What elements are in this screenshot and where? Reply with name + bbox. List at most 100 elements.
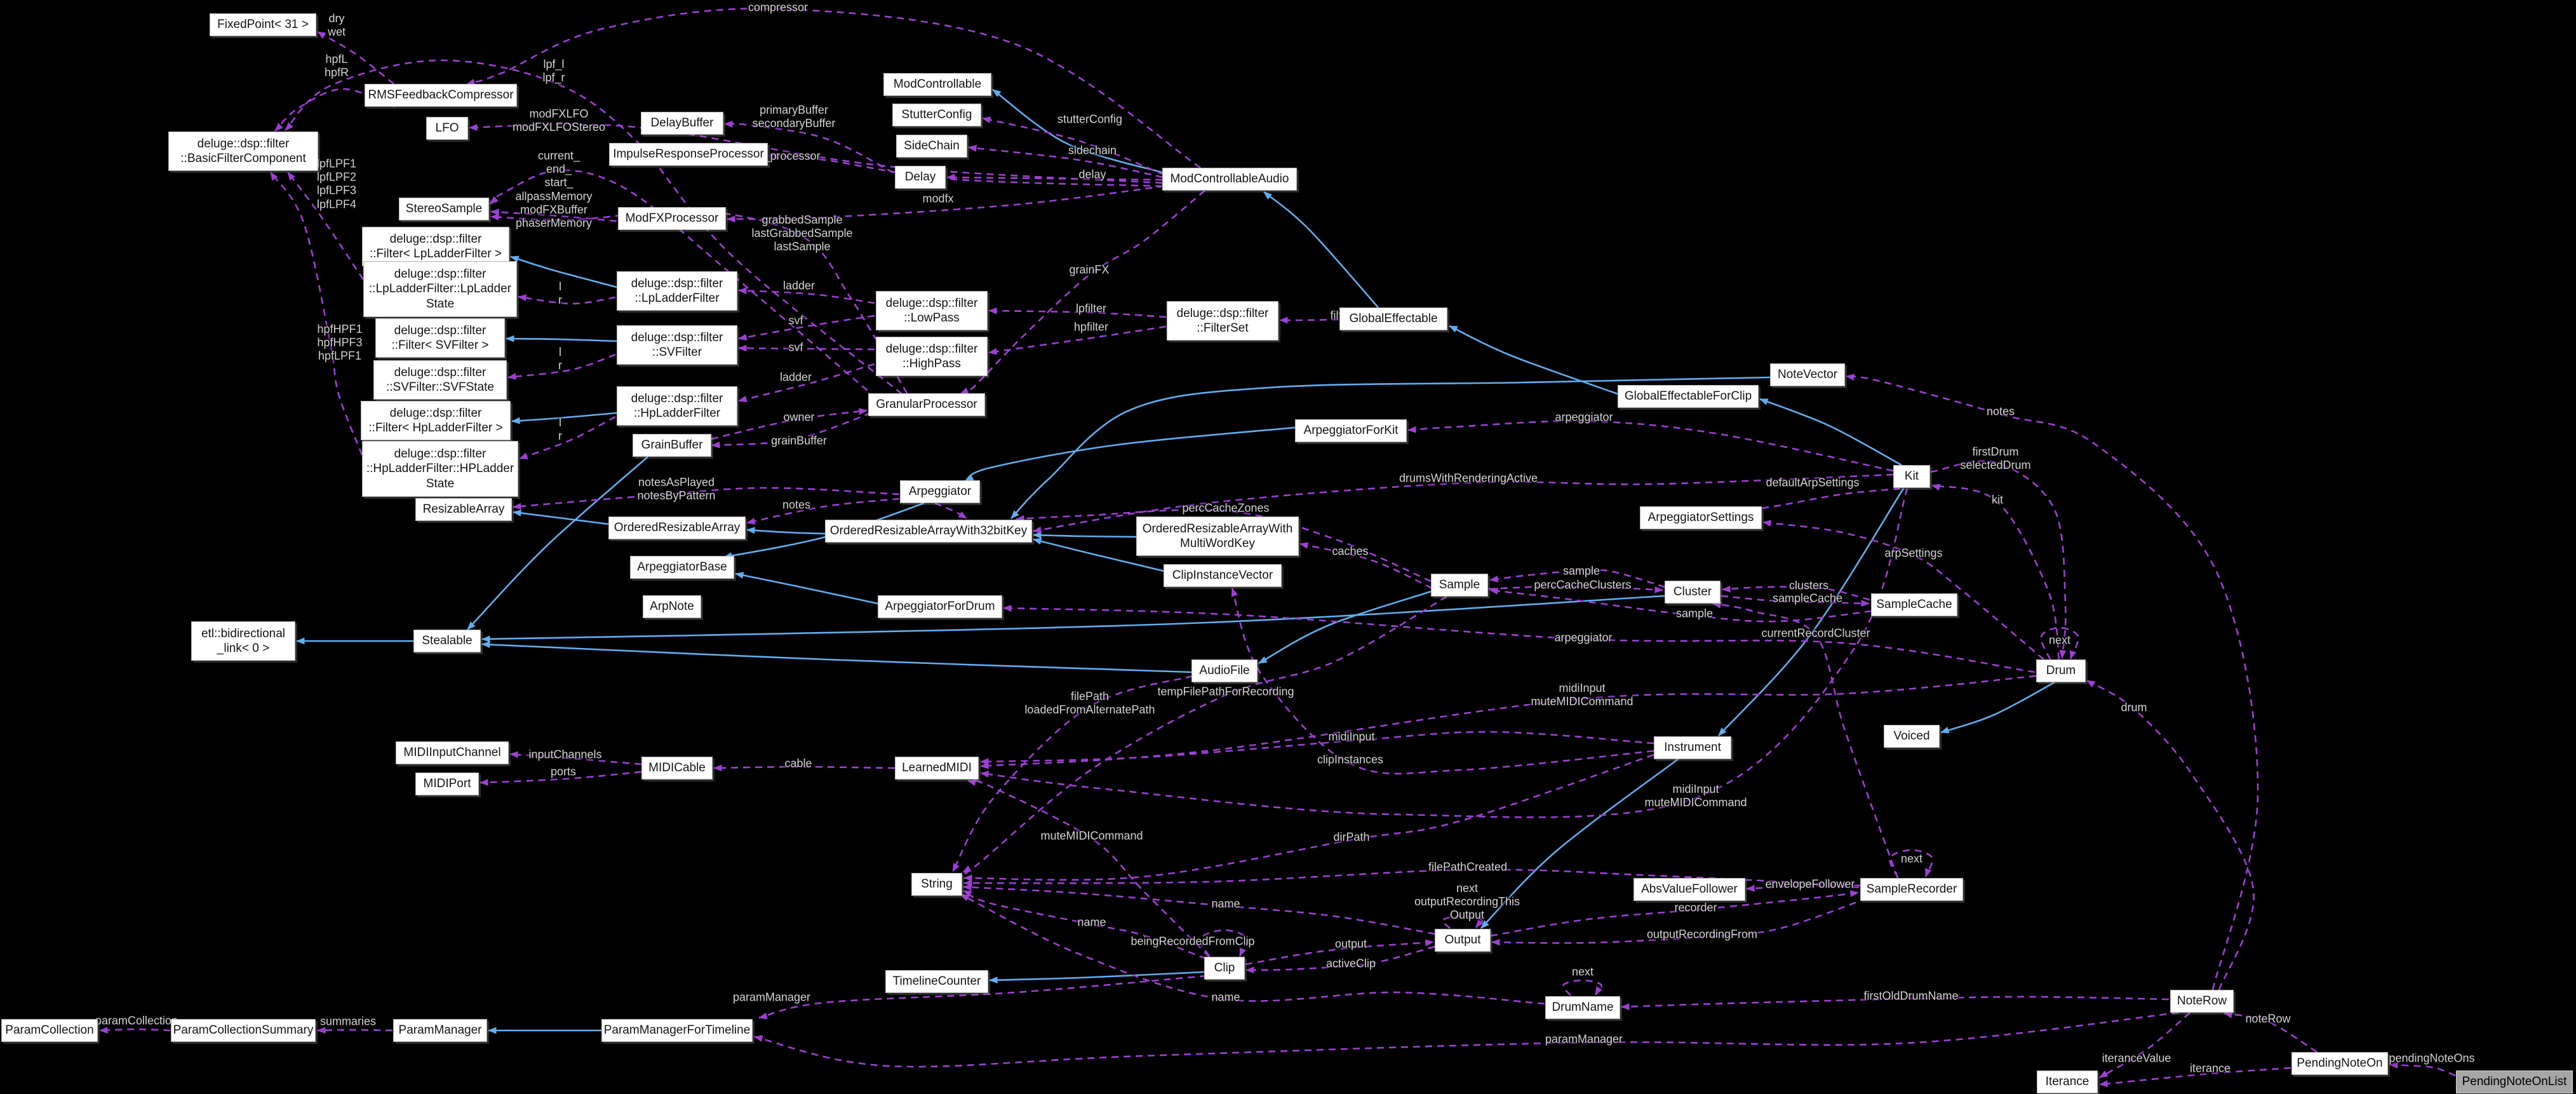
node-instrument[interactable]: Instrument xyxy=(1654,736,1731,759)
node-midiport[interactable]: MIDIPort xyxy=(415,773,479,795)
node-etllink[interactable]: etl::bidirectional _link< 0 > xyxy=(191,621,295,661)
node-arpnote[interactable]: ArpNote xyxy=(643,595,701,618)
node-samplerecorder[interactable]: SampleRecorder xyxy=(1860,878,1963,901)
node-irproc[interactable]: ImpulseResponseProcessor xyxy=(609,143,768,166)
node-parammanager[interactable]: ParamManager xyxy=(393,1019,487,1042)
node-resizable[interactable]: ResizableArray xyxy=(415,498,512,521)
node-sidechain[interactable]: SideChain xyxy=(896,135,967,158)
node-paramcollection[interactable]: ParamCollection xyxy=(1,1019,98,1042)
node-orderedresizable[interactable]: OrderedResizableArray xyxy=(608,517,746,539)
node-lfo[interactable]: LFO xyxy=(426,117,468,140)
node-svfilter[interactable]: deluge::dsp::filter ::SVFilter xyxy=(617,325,737,365)
edge-arpfordrum-arpbase xyxy=(735,572,878,605)
node-arpsettings[interactable]: ArpeggiatorSettings xyxy=(1640,506,1762,529)
edge-instrument-learnedmidi xyxy=(980,731,1654,766)
node-mca[interactable]: ModControllableAudio xyxy=(1162,168,1297,191)
node-grainbuffer[interactable]: GrainBuffer xyxy=(633,434,711,457)
node-drum[interactable]: Drum xyxy=(2036,659,2086,682)
node-stealable[interactable]: Stealable xyxy=(413,630,481,652)
node-filter_lp[interactable]: deluge::dsp::filter ::Filter< LpLadderFi… xyxy=(362,227,509,266)
node-pmft[interactable]: ParamManagerForTimeline xyxy=(601,1019,753,1042)
node-pendingnoteon[interactable]: PendingNoteOn xyxy=(2291,1052,2388,1075)
node-filter_hp[interactable]: deluge::dsp::filter ::Filter< HpLadderFi… xyxy=(361,401,511,440)
node-arpfordrum[interactable]: ArpeggiatorForDrum xyxy=(878,595,1002,618)
node-samplecache[interactable]: SampleCache xyxy=(1871,593,1957,616)
edge-drum-kit xyxy=(1931,483,2060,660)
edge-sample-orw32 xyxy=(1016,509,1432,583)
node-delay[interactable]: Delay xyxy=(895,166,946,189)
node-granular[interactable]: GranularProcessor xyxy=(868,393,985,416)
node-clipinstvec[interactable]: ClipInstanceVector xyxy=(1164,564,1282,587)
node-fixedpoint[interactable]: FixedPoint< 31 > xyxy=(210,13,316,36)
node-modcontrollable[interactable]: ModControllable xyxy=(883,73,991,96)
edge-instrument-clipinstvec xyxy=(1231,588,1654,775)
edge-samplerecorder-string xyxy=(963,868,1861,887)
node-filterset[interactable]: deluge::dsp::filter ::FilterSet xyxy=(1167,301,1278,341)
edge-clip-learnedmidi xyxy=(967,779,1210,957)
node-cluster[interactable]: Cluster xyxy=(1665,581,1721,604)
node-pnol[interactable]: PendingNoteOnList xyxy=(2456,1070,2573,1093)
edge-drum-learnedmidi xyxy=(980,675,2037,769)
edge-drum-voiced xyxy=(1940,681,2055,734)
edge-sample-audiofile xyxy=(1258,590,1432,665)
edge-lpladder-filter_lp xyxy=(510,255,617,288)
node-midiinputchannel[interactable]: MIDIInputChannel xyxy=(396,741,509,764)
edge-pcs-paramcollection xyxy=(99,1027,171,1034)
node-highpass[interactable]: deluge::dsp::filter ::HighPass xyxy=(876,337,988,376)
node-pcs[interactable]: ParamCollectionSummary xyxy=(171,1019,316,1042)
edge-rms-basicfilter xyxy=(274,88,396,132)
edge-orwmulti-orw32 xyxy=(1033,531,1137,539)
node-midicable[interactable]: MIDICable xyxy=(641,757,713,780)
node-kit[interactable]: Kit xyxy=(1893,465,1930,488)
node-orwmulti[interactable]: OrderedResizableArrayWith MultiWordKey xyxy=(1136,517,1299,556)
node-lowpass[interactable]: deluge::dsp::filter ::LowPass xyxy=(876,291,988,330)
node-modfxproc[interactable]: ModFXProcessor xyxy=(618,207,726,230)
node-rms[interactable]: RMSFeedbackCompressor xyxy=(365,84,517,107)
edge-output-samplerecorder xyxy=(1490,890,1859,937)
node-voiced[interactable]: Voiced xyxy=(1884,725,1940,748)
edge-drumname-string xyxy=(960,893,1545,1005)
node-delaybuffer[interactable]: DelayBuffer xyxy=(641,112,723,135)
node-sample[interactable]: Sample xyxy=(1431,574,1488,597)
node-stutterconfig[interactable]: StutterConfig xyxy=(892,104,981,126)
edge-clip-clip xyxy=(1199,929,1249,957)
edge-gefc-globaleffectable xyxy=(1449,325,1618,395)
node-basicfilter[interactable]: deluge::dsp::filter ::BasicFilterCompone… xyxy=(168,132,318,171)
node-globaleffectable[interactable]: GlobalEffectable xyxy=(1339,307,1447,330)
edge-output-string xyxy=(963,884,1435,935)
node-clip[interactable]: Clip xyxy=(1204,957,1245,980)
edge-highpass-hpladder xyxy=(738,363,875,403)
node-hpstate[interactable]: deluge::dsp::filter ::HpLadderFilter::HP… xyxy=(362,441,518,497)
node-drumname[interactable]: DrumName xyxy=(1545,996,1620,1019)
node-lpstate[interactable]: deluge::dsp::filter ::LpLadderFilter::Lp… xyxy=(363,261,517,317)
edge-globaleffectable-mca xyxy=(1263,191,1379,308)
edge-instrument-string xyxy=(963,753,1654,882)
edge-samplerecorder-cluster xyxy=(1712,602,1899,879)
edge-audiofile-string xyxy=(951,675,1193,872)
node-hpladder[interactable]: deluge::dsp::filter ::HpLadderFilter xyxy=(617,386,737,426)
node-notevector[interactable]: NoteVector xyxy=(1770,363,1845,386)
edge-filterset-lowpass xyxy=(988,307,1167,318)
node-stereosample[interactable]: StereoSample xyxy=(399,198,489,220)
node-timelinecounter[interactable]: TimelineCounter xyxy=(885,970,988,993)
node-arpbase[interactable]: ArpeggiatorBase xyxy=(630,556,734,579)
edge-orw32-orderedresizable xyxy=(746,527,826,535)
node-learnedmidi[interactable]: LearnedMIDI xyxy=(895,757,979,780)
edge-sample-cluster xyxy=(1488,585,1663,593)
edge-granular-stereosample xyxy=(489,169,877,399)
node-string[interactable]: String xyxy=(911,873,962,896)
edge-cluster-samplecache xyxy=(1721,595,1870,607)
edge-arpeggiator-resizable xyxy=(513,487,900,510)
node-gefc[interactable]: GlobalEffectableForClip xyxy=(1618,385,1759,408)
node-lpladder[interactable]: deluge::dsp::filter ::LpLadderFilter xyxy=(617,271,737,311)
node-noterow[interactable]: NoteRow xyxy=(2170,990,2234,1013)
node-orw32[interactable]: OrderedResizableArrayWith32bitKey xyxy=(825,520,1032,543)
node-audiofile[interactable]: AudioFile xyxy=(1191,659,1258,682)
node-absvalue[interactable]: AbsValueFollower xyxy=(1633,878,1745,901)
node-output[interactable]: Output xyxy=(1435,929,1491,952)
node-iterance[interactable]: Iterance xyxy=(2037,1070,2098,1093)
node-arpforkit[interactable]: ArpeggiatorForKit xyxy=(1295,419,1407,442)
node-filter_svf[interactable]: deluge::dsp::filter ::Filter< SVFilter > xyxy=(375,318,505,358)
node-svfstate[interactable]: deluge::dsp::filter ::SVFilter::SVFState xyxy=(373,360,507,400)
node-arpeggiator[interactable]: Arpeggiator xyxy=(900,480,980,503)
